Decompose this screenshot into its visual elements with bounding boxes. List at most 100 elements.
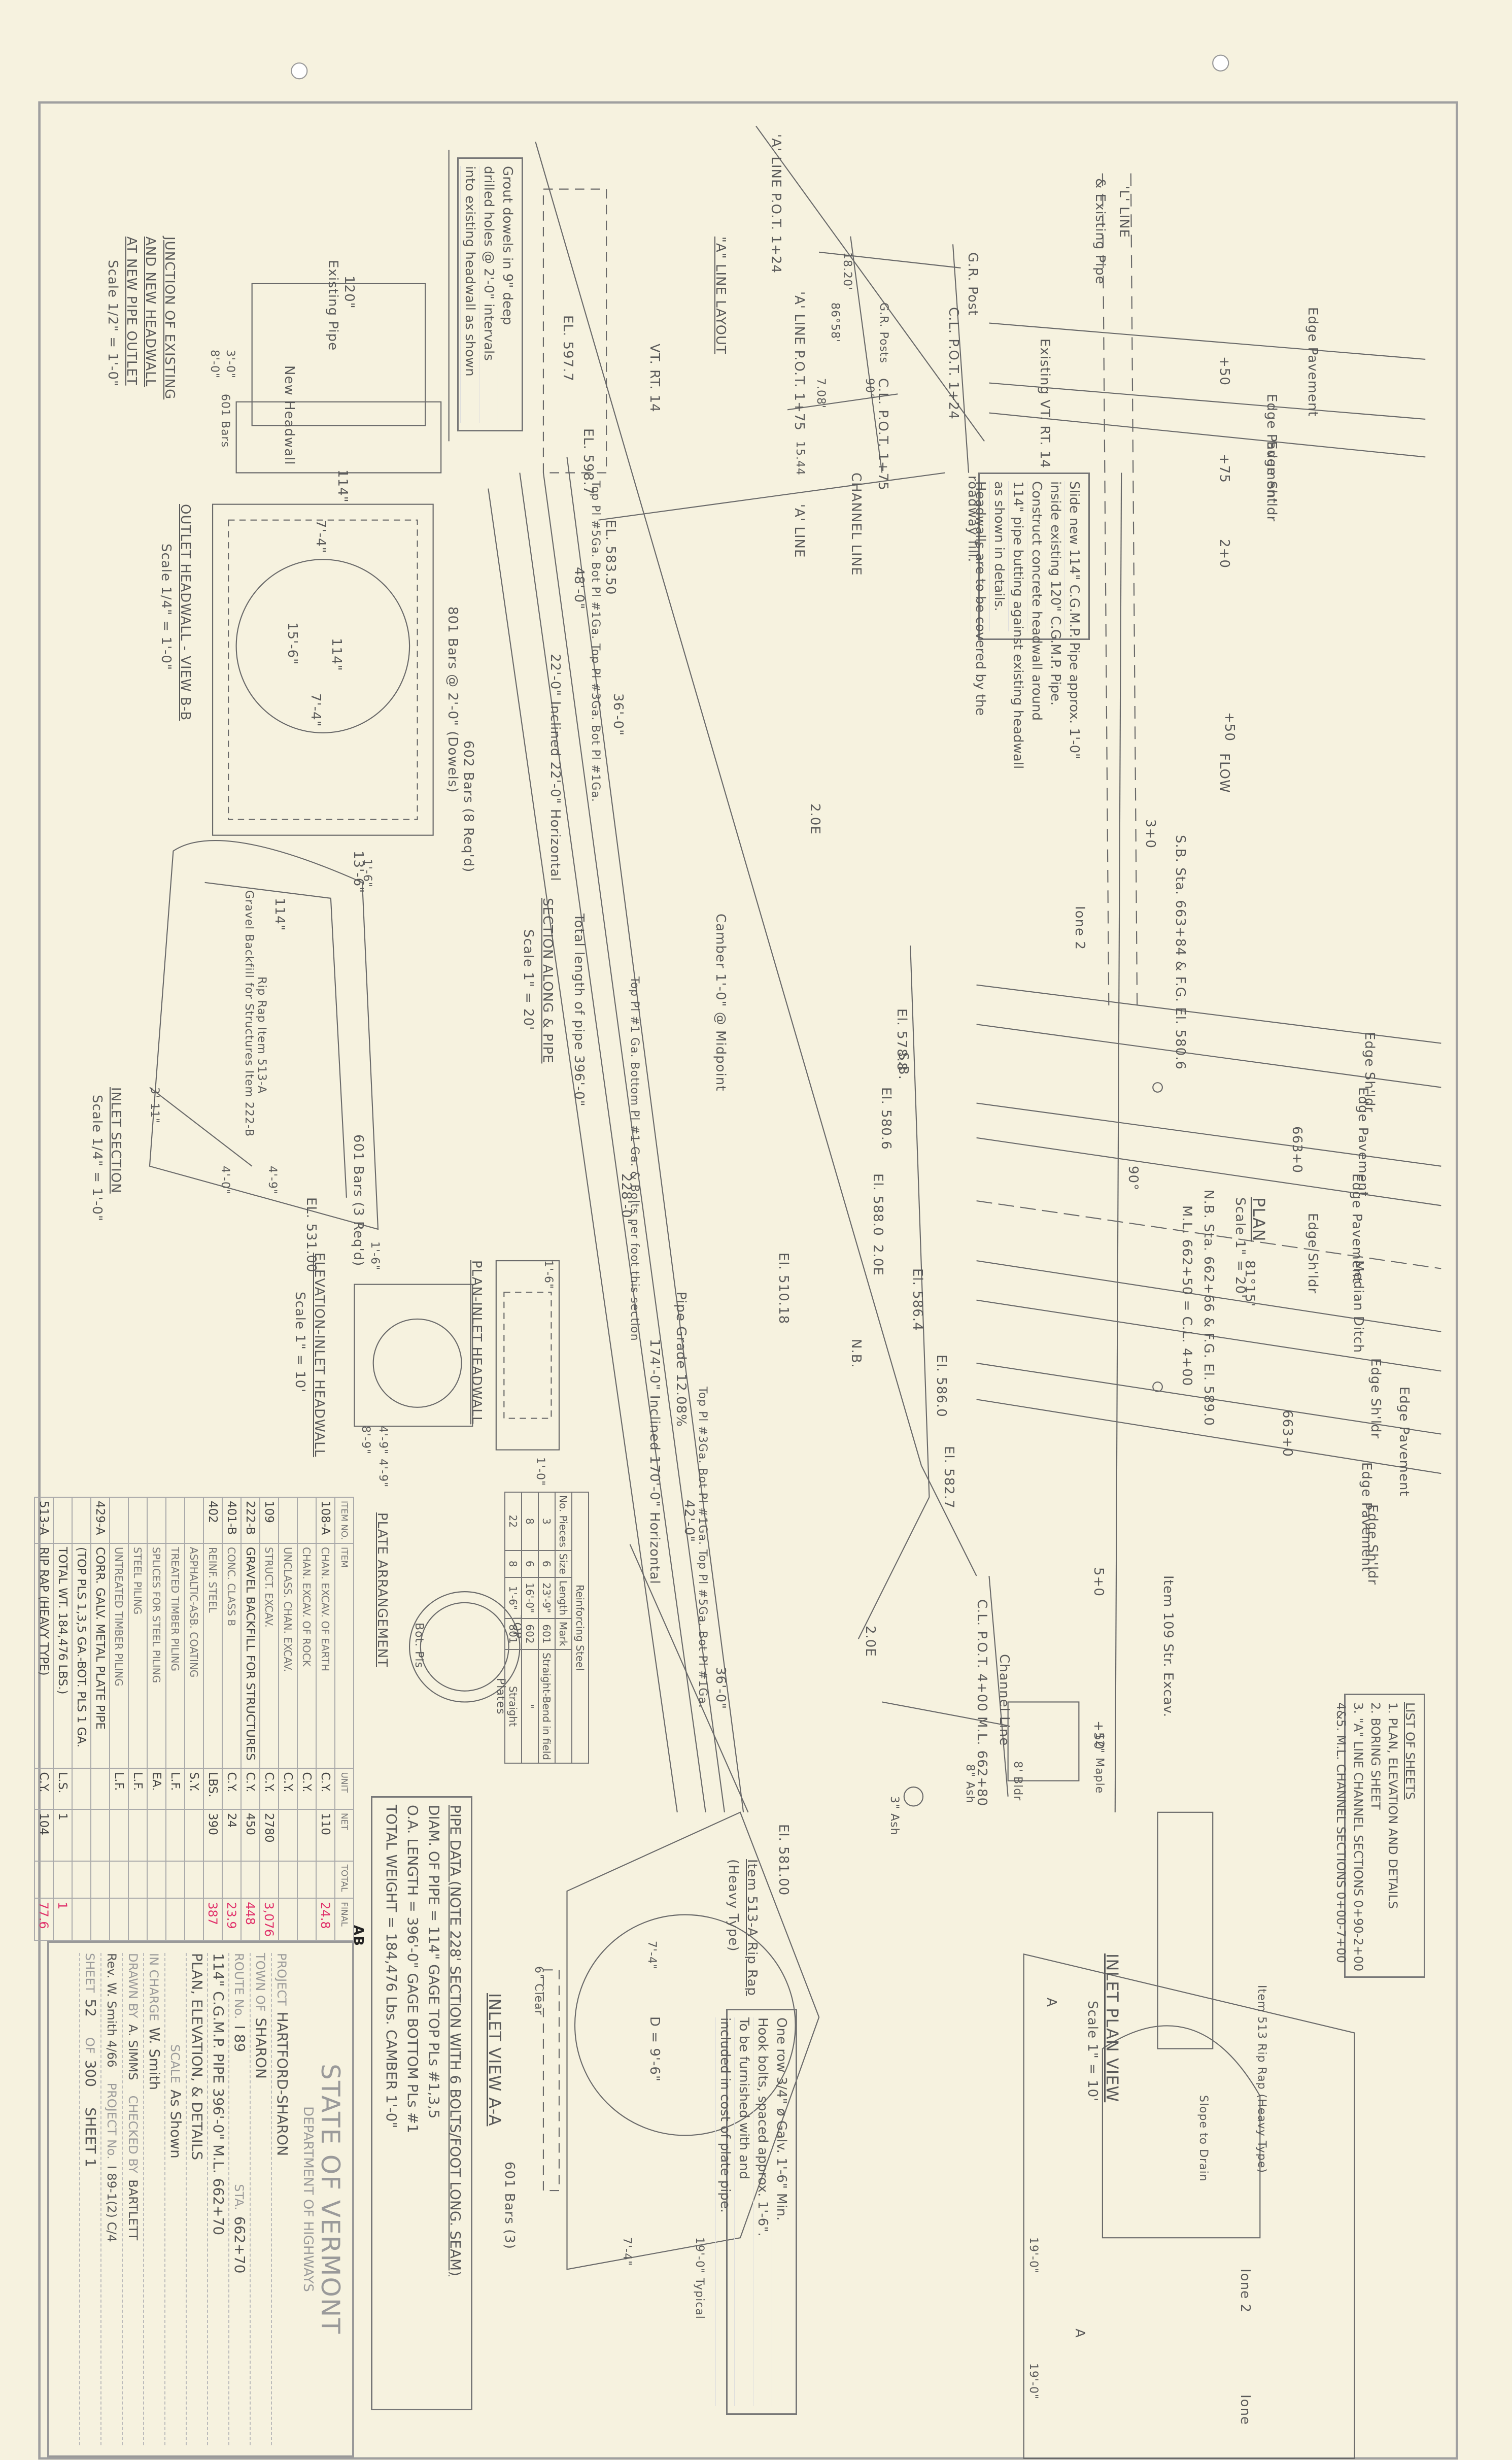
scale-row: SCALEAs Shown: [164, 1953, 186, 2446]
item-number: 429-A: [91, 1497, 110, 1543]
department-name: DEPARTMENT OF HIGHWAYS: [300, 2106, 316, 2293]
station-label: 3+0: [1143, 819, 1158, 849]
plan-inlet-title: PLAN-INLET HEADWALL: [468, 1260, 484, 1425]
dimension-label: 36'-0": [610, 693, 626, 736]
lane-label: Ione 2: [1072, 905, 1087, 950]
net-quantity: 1: [53, 1809, 73, 1861]
gr-post-label: G.R. Post: [965, 252, 980, 316]
section-scale: Scale 1" = 20': [521, 929, 536, 1031]
dimension-label: 15'-6": [284, 622, 300, 665]
edge-shoulder-label: Edge Sh'ldr: [1305, 1213, 1321, 1294]
dimension-label: 1'-0": [534, 1457, 547, 1487]
column-header: UNIT: [335, 1768, 354, 1809]
final-quantity: 387: [203, 1898, 223, 1940]
unit: EA.: [147, 1768, 166, 1809]
note-line: inside existing 120" C.G.M.P. Pipe.: [1045, 481, 1064, 705]
junction-title: AT NEW PIPE OUTLET: [124, 236, 140, 386]
field-label: ROUTE No.: [232, 1953, 247, 2019]
item-description: UNCLASS. CHAN. EXCAV.: [279, 1543, 298, 1769]
edge-pavement-label: Edge Pavement: [1396, 1386, 1412, 1497]
dimension-label: 1'-6": [541, 1260, 555, 1290]
dimension-label: 19'-0" Typical: [693, 2237, 706, 2319]
final-quantity: 448: [241, 1898, 260, 1940]
net-quantity: 450: [241, 1809, 260, 1861]
pipe-data-line: DIAM. OF PIPE = 114" GAGE TOP PLs #1,3,5: [426, 1804, 443, 2118]
quantities-table: ITEM NO. ITEM UNIT NET TOTAL FINAL 108-A…: [34, 1497, 354, 1941]
field-label: DRAWN BY: [126, 1953, 141, 2018]
inlet-section-title: INLET SECTION: [108, 1087, 124, 1194]
item-number: [110, 1497, 129, 1543]
note-line: Hook bolts, spaced approx. 1'-6".: [752, 2017, 772, 2406]
note-line: drilled holes @ 2'-0" intervals: [478, 166, 498, 423]
slope-label: 2.0E: [862, 1626, 878, 1658]
edge-shoulder-label: Edge Sh'ldr: [1368, 1358, 1384, 1439]
net-quantity: 390: [203, 1809, 223, 1861]
item-description: REINF. STEEL: [203, 1543, 223, 1769]
drawing-subtitle: PLAN, ELEVATION, & DETAILS: [186, 1953, 208, 2446]
dimension-label: 36'-0": [713, 1667, 729, 1710]
item-number: 222-B: [241, 1497, 260, 1543]
lane-label: Ione: [1237, 2395, 1253, 2425]
column-header: NET: [335, 1809, 354, 1861]
edge-pavement-label: Edge Pavement: [1305, 307, 1321, 417]
note-line: 114" pipe butting against existing headw…: [1008, 481, 1027, 769]
item-description: RIP RAP (HEAVY TYPE): [35, 1543, 54, 1769]
table-cell: Straight-Bend in field: [538, 1649, 555, 1764]
elevation-label: EL. 583.50: [602, 520, 618, 595]
dimension-label: 4'-9": [266, 1165, 279, 1195]
section-title: SECTION ALONG & PIPE: [539, 898, 555, 1064]
item-number: 108-A: [316, 1497, 335, 1543]
in-charge-row: IN CHARGEW. Smith: [143, 1953, 165, 2446]
dimension-label: 4'-0": [219, 1165, 232, 1195]
punch-hole-icon: [291, 62, 308, 80]
net-quantity: 2780: [260, 1809, 279, 1861]
unit: C.Y.: [35, 1768, 54, 1809]
item-number: 402: [203, 1497, 223, 1543]
item-description: GRAVEL BACKFILL FOR STRUCTURES: [241, 1543, 260, 1769]
elevation-label: El. 578.8: [894, 1008, 909, 1071]
backfill-label: Gravel Backfill for Structures Item 222-…: [242, 890, 255, 1137]
unit: C.Y.: [241, 1768, 260, 1809]
diameter-label: D = 9'-6": [646, 2016, 662, 2082]
item-description: STEEL PILING: [128, 1543, 148, 1769]
total-quantity: [297, 1861, 317, 1899]
column-header: Size: [555, 1551, 572, 1578]
dimension-label: 19'-0": [1026, 2363, 1040, 2400]
unit: C.Y.: [260, 1768, 279, 1809]
sb-station-label: S.B. Sta. 663+84 & F.G. El. 580.6: [1173, 835, 1188, 1070]
net-quantity: [297, 1809, 317, 1861]
clearance-label: 6" Clear: [532, 1966, 545, 2015]
unit: L.S.: [53, 1768, 73, 1809]
revision-value: Rev. W. Smith 4/66: [105, 1953, 119, 2068]
plate-arrangement-title: PLATE ARRANGEMENT: [374, 1512, 390, 1667]
table-cell: 22: [504, 1492, 522, 1551]
bars-label: 601 Bars (3 Req'd): [351, 1134, 366, 1267]
total-quantity: [241, 1861, 260, 1899]
dimension-label: 114": [335, 469, 351, 503]
item-number: 401-B: [222, 1497, 242, 1543]
dimension-label: 4'-9" 4'-9": [376, 1426, 389, 1488]
plan-linework: [857, 173, 1441, 1812]
net-quantity: [279, 1809, 298, 1861]
final-quantity: 77.6: [35, 1898, 54, 1940]
inlet-view-linework: [542, 1811, 820, 2270]
table-cell: 3: [538, 1492, 555, 1551]
note-line: Construct concrete headwall around: [1026, 481, 1046, 721]
outlet-headwall-linework: [212, 149, 450, 836]
dimension-label: 7'-4": [620, 2237, 633, 2266]
unit: LBS.: [203, 1768, 223, 1809]
total-quantity: [316, 1861, 335, 1899]
dimension-label: 7.08': [814, 378, 827, 409]
drawn-value: A. SIMMS: [126, 2024, 141, 2080]
field-label: TOWN OF: [253, 1953, 268, 2012]
